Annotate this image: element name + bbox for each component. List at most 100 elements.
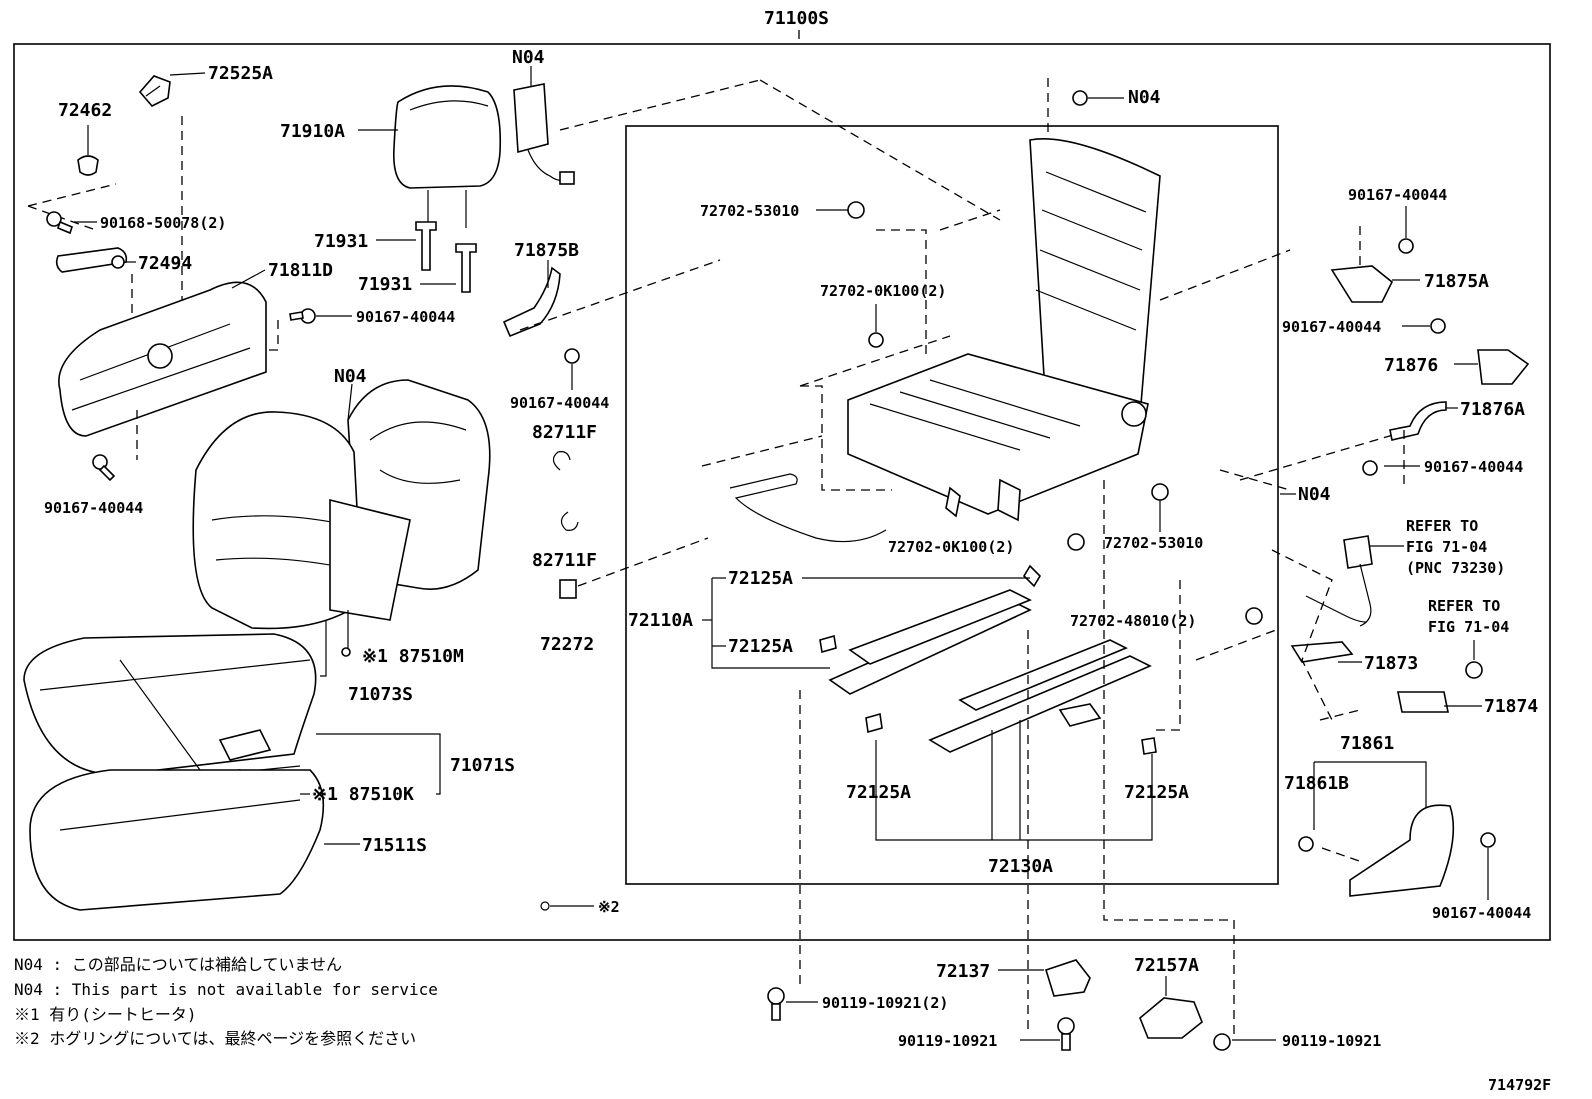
- bracket-71876A-part: [1389, 401, 1458, 441]
- note-n04-en: N04 : This part is not available for ser…: [14, 980, 438, 999]
- callout-71931-b: 71931: [358, 274, 412, 295]
- callout-90167-b: 90167-40044: [44, 499, 143, 517]
- hog-ring-part: [540, 901, 594, 911]
- callout-72702-0K100-b: 72702-0K100(2): [888, 538, 1014, 556]
- wire-part: [729, 473, 887, 543]
- callout-72130A: 72130A: [988, 856, 1053, 877]
- cover-71876-part: [1454, 349, 1530, 385]
- callout-71875B: 71875B: [514, 240, 579, 261]
- module-N04-top-part: [513, 66, 575, 185]
- guide-71931-a-part: [376, 221, 437, 271]
- callout-90168: 90168-50078(2): [100, 214, 226, 232]
- callout-72702-0K100-a: 72702-0K100(2): [820, 282, 946, 300]
- callout-72462: 72462: [58, 100, 112, 121]
- callout-71875A: 71875A: [1424, 271, 1489, 292]
- nut-N04-part: [1072, 90, 1124, 106]
- callout-N04-cover: N04: [334, 366, 367, 387]
- callout-71910A: 71910A: [280, 121, 345, 142]
- cover-72157A-part: [1139, 976, 1203, 1039]
- callout-90167-g: 90167-40044: [1432, 904, 1531, 922]
- callout-72494: 72494: [138, 253, 192, 274]
- seat-frame-assembly: [847, 137, 1161, 522]
- callout-87510K: ※1 87510K: [312, 784, 414, 805]
- callout-refer-1-line1: REFER TO: [1406, 517, 1478, 535]
- callout-71861: 71861: [1340, 733, 1394, 754]
- callout-72125A-a: 72125A: [728, 568, 793, 589]
- callout-refer-2-line1: REFER TO: [1428, 597, 1500, 615]
- screw-72702-48010-part: [1245, 607, 1263, 625]
- seatback-pad-71073S-part: [192, 411, 411, 630]
- screw-90167-b-part: [92, 454, 116, 482]
- clip-72137-part: [998, 959, 1091, 997]
- callout-71071S: 71071S: [450, 755, 515, 776]
- clip-82711F-a-part: [552, 451, 571, 471]
- callout-71511S: 71511S: [362, 835, 427, 856]
- screw-90167-c-part: [564, 348, 580, 390]
- callout-refer-1-line2: FIG 71-04: [1406, 538, 1487, 556]
- bolt-90119-a-part: [767, 987, 818, 1021]
- callout-90119-c: 90119-10921: [1282, 1032, 1381, 1050]
- callout-90119-a: 90119-10921(2): [822, 994, 948, 1012]
- nut-refer-part: [1465, 640, 1483, 679]
- screw-72702-53010-b-part: [1151, 483, 1169, 532]
- callout-72125A-d: 72125A: [1124, 782, 1189, 803]
- guide-71931-b-part: [420, 243, 477, 293]
- cover-71874-part: [1397, 691, 1482, 713]
- screw-72702-0K100-a-part: [868, 304, 884, 348]
- adjuster-72110A-part: [819, 564, 1042, 695]
- shield-71861-part: [1349, 804, 1455, 897]
- callout-71873: 71873: [1364, 653, 1418, 674]
- callout-87510M: ※1 87510M: [362, 646, 464, 667]
- cushion-cover-71071S-part: [23, 633, 317, 776]
- assembly-code: 71100S: [764, 8, 829, 29]
- note-mark1: ※1 有り(シートヒータ): [14, 1005, 197, 1024]
- adjuster-72130A-part: [865, 639, 1157, 755]
- callout-90119-b: 90119-10921: [898, 1032, 997, 1050]
- callout-72272: 72272: [540, 634, 594, 655]
- callout-N04-frame: N04: [1298, 484, 1331, 505]
- screw-90167-f-part: [1362, 460, 1420, 476]
- callout-refer-1-line3: (PNC 73230): [1406, 559, 1505, 577]
- callout-90167-c: 90167-40044: [510, 394, 609, 412]
- clip-72462-part: [77, 125, 99, 176]
- callout-82711F-b: 82711F: [532, 550, 597, 571]
- figure-id: 714792F: [1488, 1076, 1551, 1094]
- screw-72702-53010-a-part: [816, 201, 865, 219]
- screw-90167-d-part: [1398, 206, 1414, 254]
- screw-90168-part: [46, 211, 97, 235]
- screw-90167-g-part: [1480, 832, 1496, 900]
- callout-N04-top: N04: [512, 47, 545, 68]
- callout-71073S: 71073S: [348, 684, 413, 705]
- callout-72702-53010-b: 72702-53010: [1104, 534, 1203, 552]
- callout-71874: 71874: [1484, 696, 1538, 717]
- callout-71876A: 71876A: [1460, 399, 1525, 420]
- callout-72110A: 72110A: [628, 610, 693, 631]
- cover-71875A-part: [1330, 265, 1420, 303]
- screw-72702-0K100-b-part: [1067, 533, 1085, 551]
- callout-90167-d: 90167-40044: [1348, 186, 1447, 204]
- callout-90167-a: 90167-40044: [356, 308, 455, 326]
- note-n04-jp: N04 : この部品については補給していません: [14, 955, 342, 974]
- stay-72272-part: [559, 579, 577, 599]
- callout-71876: 71876: [1384, 355, 1438, 376]
- screw-71861B-part: [1298, 836, 1314, 852]
- cap-72525A-part: [138, 72, 206, 107]
- screw-90167-a-part: [289, 308, 352, 324]
- bolt-90119-b-part: [1020, 1017, 1075, 1051]
- screw-90167-e-part: [1402, 318, 1446, 334]
- callout-72125A-b: 72125A: [728, 636, 793, 657]
- callout-82711F-a: 82711F: [532, 422, 597, 443]
- callout-72125A-c: 72125A: [846, 782, 911, 803]
- callout-mark2: ※2: [598, 898, 620, 916]
- inner-frame: [625, 125, 1279, 885]
- note-mark2: ※2 ホグリングについては、最終ページを参照ください: [14, 1029, 416, 1048]
- callout-71811D: 71811D: [268, 260, 333, 281]
- callout-71861B: 71861B: [1284, 773, 1349, 794]
- callout-72157A: 72157A: [1134, 955, 1199, 976]
- callout-refer-2-line2: FIG 71-04: [1428, 618, 1509, 636]
- bracket-71875B-part: [502, 260, 561, 338]
- callout-72702-48010: 72702-48010(2): [1070, 612, 1196, 630]
- callout-N04-right: N04: [1128, 87, 1161, 108]
- clip-82711F-b-part: [560, 511, 579, 531]
